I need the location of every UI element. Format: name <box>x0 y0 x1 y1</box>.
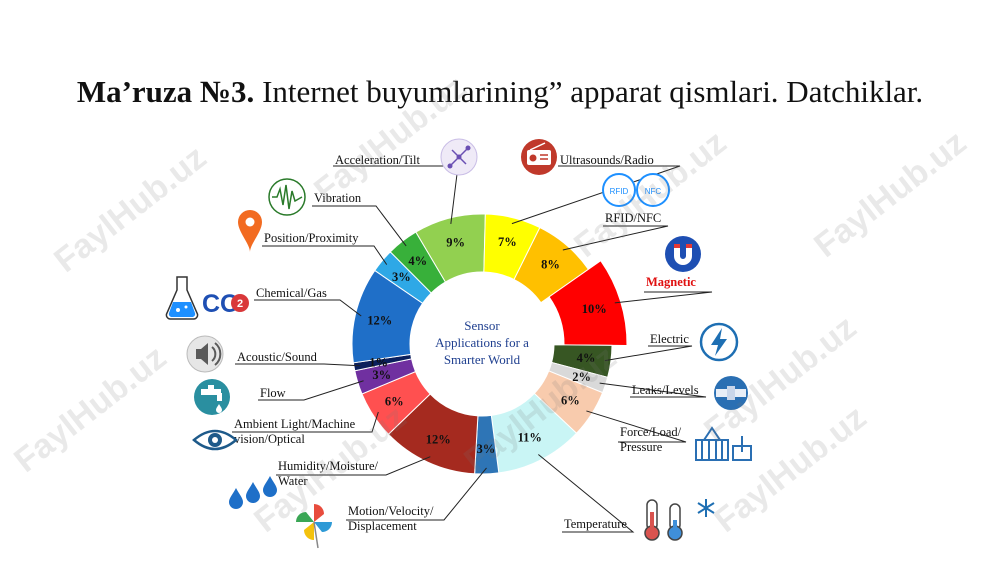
label-rfid-nfc: RFID/NFC <box>605 211 661 225</box>
co2-icon: CO 2 <box>202 290 249 318</box>
leader-vibration <box>312 205 407 247</box>
co2-sub: 2 <box>237 298 243 310</box>
leader-chemical-gas <box>254 299 362 317</box>
leader-temperature <box>538 454 635 533</box>
nfc-icon: NFC <box>636 173 670 207</box>
pct-acoustic-sound: 1% <box>369 355 388 369</box>
pct-motion-velocity-displacement: 3% <box>476 442 495 456</box>
pct-acceleration-tilt: 9% <box>446 235 465 249</box>
center-line-2: Applications for a <box>435 335 529 350</box>
nfc-icon-text: NFC <box>645 187 662 196</box>
chart-center-title: Sensor Applications for a Smarter World <box>410 272 554 416</box>
pct-vibration: 4% <box>408 254 427 268</box>
leader-ambient-light-machine-vision-optical <box>232 411 379 433</box>
pct-humidity-moisture-water: 12% <box>426 432 451 446</box>
page-title-bold: Ma’ruza №3. <box>76 74 255 109</box>
leader-electric <box>604 345 693 362</box>
leader-acoustic-sound <box>235 363 360 367</box>
center-line-3: Smarter World <box>444 352 521 367</box>
category-labels: Acceleration/Tilt Ultrasounds/RadioRFID/N… <box>234 153 699 533</box>
label-magnetic: Magnetic <box>646 275 696 289</box>
pct-ambient-light-machine-vision-optical: 6% <box>385 395 404 409</box>
label-electric: Electric <box>650 332 689 346</box>
speaker-icon <box>186 335 224 373</box>
label-humidity-moisture-water: Humidity/Moisture/Water <box>278 459 379 488</box>
label-force-load-pressure: Force/Load/Pressure <box>620 425 682 454</box>
pct-ultrasounds-radio: 7% <box>498 235 517 249</box>
pct-position-proximity: 3% <box>392 270 411 284</box>
rfid-icon-text: RFID <box>610 187 629 196</box>
leader-flow <box>258 380 364 401</box>
leader-force-load-pressure <box>586 410 687 443</box>
label-acceleration-tilt: Acceleration/Tilt <box>335 153 420 167</box>
leader-ultrasounds-radio <box>511 165 681 225</box>
leader-lines <box>232 165 713 533</box>
leader-humidity-moisture-water <box>276 456 431 476</box>
pipe-leak-icon <box>714 376 748 410</box>
leader-motion-velocity-displacement <box>346 467 487 521</box>
leader-magnetic <box>614 291 713 304</box>
leader-rfid-nfc <box>562 225 669 251</box>
location-pin-icon <box>238 210 262 252</box>
accelerometer-icon <box>440 138 478 176</box>
label-ultrasounds-radio: Ultrasounds/Radio <box>560 153 654 167</box>
thermometer-icon <box>644 499 683 541</box>
pct-force-load-pressure: 6% <box>561 394 580 408</box>
snowflake-icon <box>697 499 715 517</box>
label-motion-velocity-displacement: Motion/Velocity/Displacement <box>348 504 434 533</box>
pinwheel-icon <box>296 504 332 549</box>
label-chemical-gas: Chemical/Gas <box>256 286 327 300</box>
label-position-proximity: Position/Proximity <box>264 231 359 245</box>
flask-icon <box>165 276 199 320</box>
slice-magnetic <box>548 260 628 346</box>
pct-leaks-levels: 2% <box>572 370 591 384</box>
pct-rfid-nfc: 8% <box>541 257 560 271</box>
leader-leaks-levels <box>599 382 707 398</box>
label-acoustic-sound: Acoustic/Sound <box>237 350 318 364</box>
lightning-icon <box>699 322 739 362</box>
pct-temperature: 11% <box>518 431 542 445</box>
label-leaks-levels: Leaks/Levels <box>632 383 699 397</box>
center-line-1: Sensor <box>464 318 500 333</box>
pct-magnetic: 10% <box>582 302 607 316</box>
label-vibration: Vibration <box>314 191 362 205</box>
percent-labels: 9%7%8%10%4%2%6%11%3%12%6%3%1%12%3%4% <box>367 235 607 456</box>
label-flow: Flow <box>260 386 286 400</box>
pct-electric: 4% <box>577 351 596 365</box>
pct-chemical-gas: 12% <box>367 313 392 327</box>
vibration-wave-icon <box>268 178 306 216</box>
magnet-icon <box>665 236 701 272</box>
label-temperature: Temperature <box>564 517 627 531</box>
donut-slices <box>351 213 628 475</box>
eye-icon <box>192 429 238 451</box>
pressure-icon <box>695 426 752 461</box>
pct-flow: 3% <box>372 368 391 382</box>
rfid-icon: RFID <box>602 173 636 207</box>
radio-icon <box>521 139 557 175</box>
faucet-icon <box>194 379 230 415</box>
water-drops-icon <box>229 476 277 509</box>
leader-position-proximity <box>262 245 388 265</box>
center-hole <box>410 272 554 416</box>
page-title: Ma’ruza №3. Internet buyumlarining” appa… <box>0 74 1000 110</box>
page-title-rest: Internet buyumlarining” apparat qismlari… <box>254 74 924 109</box>
